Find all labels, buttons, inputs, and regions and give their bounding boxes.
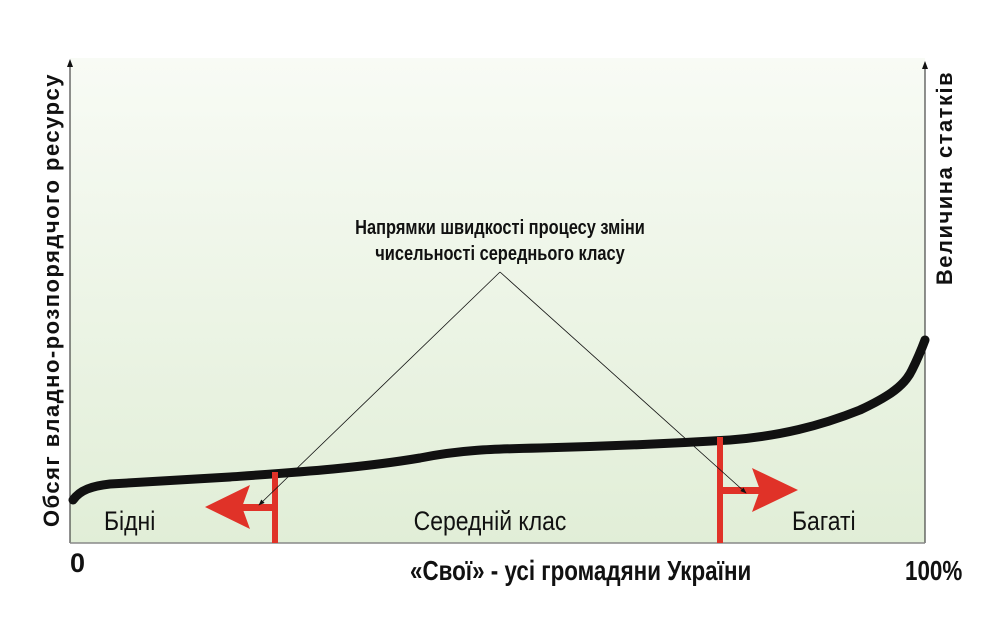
plot-area — [70, 58, 925, 543]
y-axis-right-label: Величина статків — [932, 70, 957, 286]
right-arrow-icon — [720, 468, 798, 512]
annotation-pointer-right — [499, 271, 747, 494]
wealth-curve — [68, 335, 930, 505]
y-axis-left-label: Обсяг владно-розпорядчого ресурсу — [39, 72, 64, 528]
region-rich-label: Багаті — [792, 506, 856, 536]
region-middle-label: Середній клас — [413, 506, 567, 536]
annotation-line2: чисельності середнього класу — [375, 243, 625, 265]
annotation-line1: Напрямки швидкості процесу зміни — [355, 217, 645, 239]
annotation-pointer-left — [258, 271, 501, 506]
x-end-label: 100% — [905, 555, 963, 586]
left-arrow-icon — [205, 485, 275, 529]
x-axis-label: «Свої» - усі громадяни України — [410, 555, 752, 586]
region-poor-label: Бідні — [104, 506, 156, 536]
x-start-label: 0 — [70, 548, 86, 578]
